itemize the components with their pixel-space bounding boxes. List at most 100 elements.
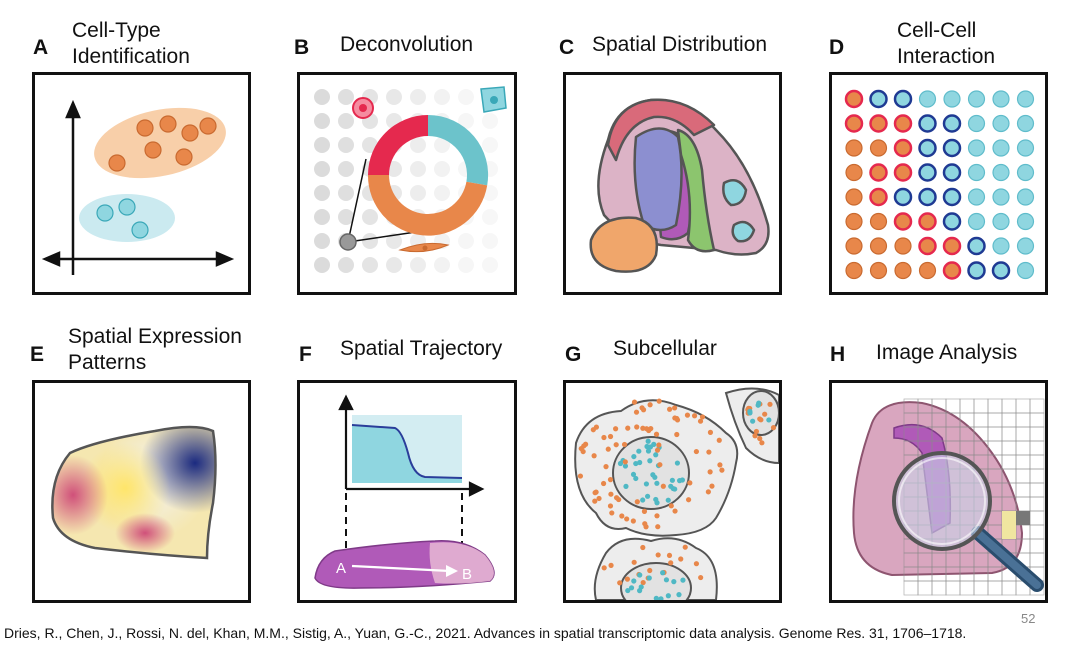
transcript xyxy=(640,497,646,503)
spot xyxy=(338,113,354,129)
transcript xyxy=(669,477,675,483)
transcript xyxy=(646,575,652,581)
spot xyxy=(362,209,378,225)
pixel xyxy=(973,398,989,414)
pixel xyxy=(1001,454,1017,470)
cell xyxy=(845,188,863,206)
transcript xyxy=(608,562,614,568)
transcript xyxy=(603,464,609,470)
transcript xyxy=(593,489,599,495)
transcript xyxy=(631,578,637,584)
cell-grid xyxy=(844,89,1035,280)
transcript xyxy=(668,560,674,566)
cell xyxy=(918,261,937,280)
panel-title-b: Deconvolution xyxy=(340,33,474,56)
cell xyxy=(844,114,864,133)
transcript xyxy=(591,453,597,459)
pixel-highlight-yellow-2 xyxy=(1002,525,1016,539)
spot xyxy=(314,113,330,129)
transcript xyxy=(631,399,638,405)
pixel xyxy=(1001,580,1017,596)
cell xyxy=(869,237,888,255)
cyan-region-2 xyxy=(731,220,756,243)
transcript xyxy=(679,477,685,483)
spot xyxy=(458,113,474,129)
spot xyxy=(482,233,498,249)
cell xyxy=(992,163,1010,182)
pixel xyxy=(959,580,975,596)
pixel xyxy=(1029,524,1045,540)
transcript xyxy=(596,495,602,502)
panel-letter-f: F xyxy=(299,343,312,366)
transcript xyxy=(665,497,671,503)
transcript xyxy=(645,438,651,444)
cell-cell-interaction-diagram xyxy=(829,72,1048,295)
spot xyxy=(434,257,450,273)
cell xyxy=(845,139,863,157)
pixel xyxy=(987,580,1003,596)
transcript xyxy=(624,576,631,582)
cyan-cell-icon xyxy=(480,86,507,113)
transcript xyxy=(766,417,772,423)
pixel xyxy=(1015,426,1031,442)
transcript xyxy=(577,473,584,479)
transcript xyxy=(752,433,758,439)
pixel xyxy=(1029,454,1045,470)
transcript xyxy=(657,462,663,468)
transcript xyxy=(625,587,631,594)
spot xyxy=(410,89,426,105)
spot xyxy=(434,185,450,201)
pixel xyxy=(987,398,1003,414)
pixel xyxy=(1015,482,1031,498)
cell xyxy=(893,163,913,182)
subcellular-diagram xyxy=(563,380,782,603)
cell xyxy=(967,188,986,206)
transcript xyxy=(630,471,637,478)
transcript xyxy=(699,414,706,420)
transcript xyxy=(607,433,614,440)
cell xyxy=(967,114,986,133)
transcript xyxy=(637,459,643,466)
transcript xyxy=(613,495,620,501)
cell xyxy=(1016,261,1035,280)
spot xyxy=(386,257,402,273)
spot xyxy=(314,89,330,105)
transcript xyxy=(666,552,673,559)
pixel xyxy=(1029,510,1045,526)
cell xyxy=(1016,139,1035,157)
transcript xyxy=(623,483,629,489)
citation: Dries, R., Chen, J., Rossi, N. del, Khan… xyxy=(4,625,967,641)
spot xyxy=(410,161,426,177)
transcript xyxy=(687,480,693,486)
panel-letter-d: D xyxy=(829,36,845,59)
spot xyxy=(314,185,330,201)
spot xyxy=(314,161,330,177)
transcript xyxy=(747,408,753,414)
transcript xyxy=(633,460,639,467)
cell xyxy=(845,237,863,255)
spot xyxy=(386,233,402,249)
transcript xyxy=(630,518,636,524)
cell xyxy=(893,187,913,207)
transcript xyxy=(672,508,678,514)
pixel xyxy=(1001,440,1017,456)
transcript xyxy=(636,448,642,454)
transcript xyxy=(759,440,765,446)
cell xyxy=(869,163,888,182)
panel-title-a-line1: Cell-Type xyxy=(72,19,161,42)
cell xyxy=(991,261,1011,280)
pixel xyxy=(1001,412,1017,428)
orange-region xyxy=(589,216,659,273)
transcript xyxy=(750,418,756,424)
transcript xyxy=(660,483,666,489)
cell xyxy=(992,90,1010,108)
transcript xyxy=(653,431,660,437)
transcript xyxy=(647,567,653,574)
transcript xyxy=(707,429,714,435)
pixel xyxy=(1015,440,1031,456)
cell xyxy=(1016,237,1035,255)
pixel xyxy=(973,580,989,596)
cell xyxy=(869,89,888,109)
deconvolution-diagram xyxy=(297,72,517,295)
image-analysis-diagram xyxy=(829,380,1048,603)
